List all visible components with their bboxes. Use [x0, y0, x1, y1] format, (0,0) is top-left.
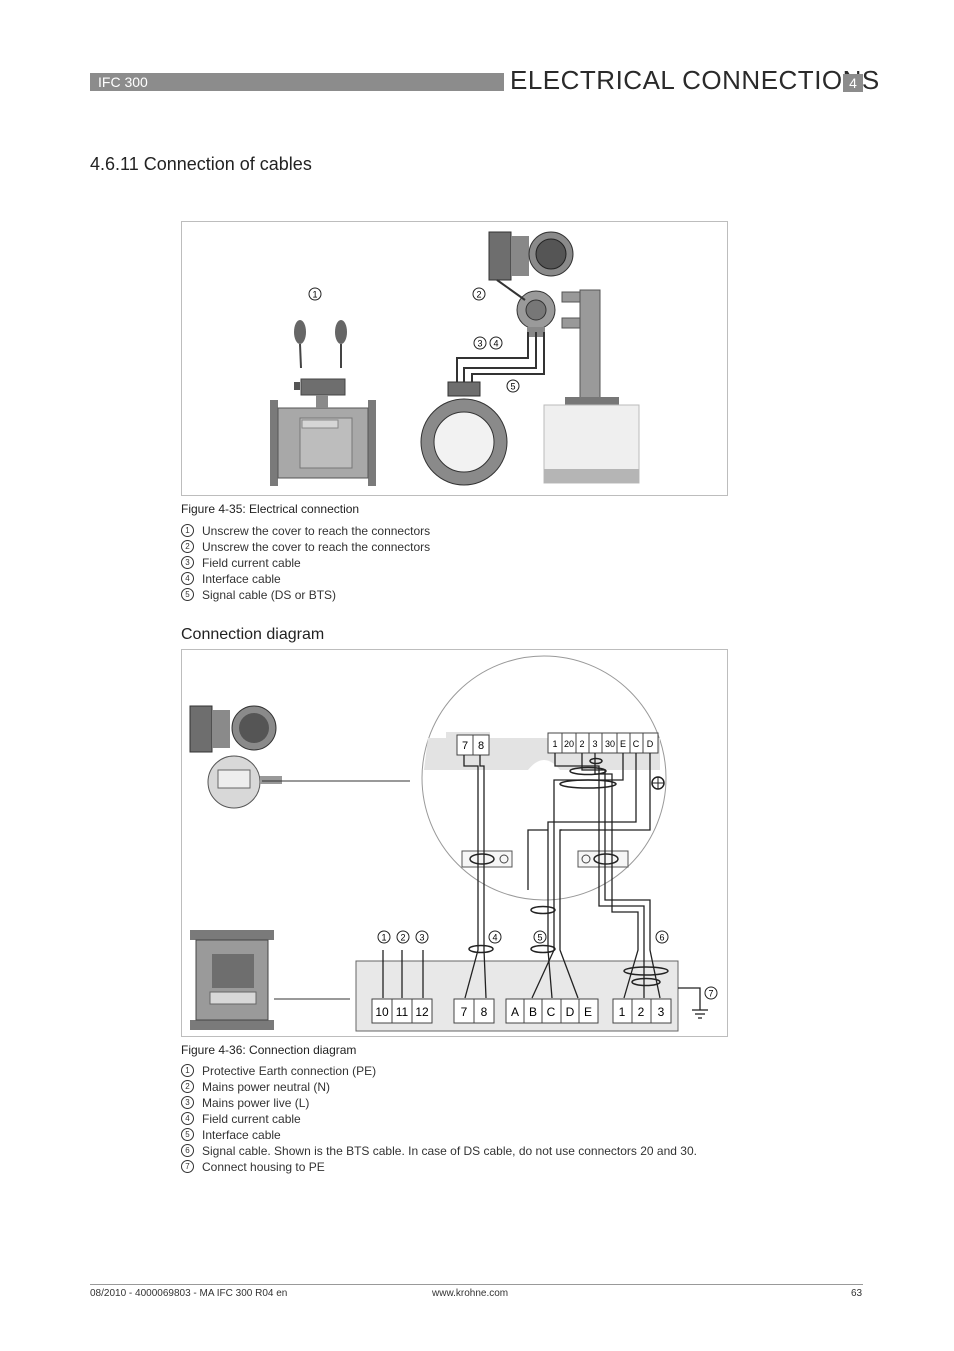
header-bar: [90, 73, 504, 91]
terminal-compartment: [421, 655, 667, 901]
terminal-label: 8: [478, 740, 484, 752]
header-chapter-number: 4: [843, 74, 863, 92]
terminal-label: 2: [579, 739, 584, 749]
marker-3: 3: [473, 336, 487, 350]
terminal-block-power: 10 11 12: [371, 998, 433, 1024]
figure-2-caption: Figure 4-36: Connection diagram: [181, 1043, 357, 1057]
top-terminal-block-left: 7 8: [456, 734, 490, 756]
terminal-label: 12: [415, 1005, 429, 1019]
terminal-label: 1: [552, 739, 557, 749]
terminal-label: C: [547, 1005, 556, 1019]
electrical-connection-illustration: 1: [270, 231, 640, 486]
marker-3: 3: [415, 930, 429, 944]
ground-screw-icon: [651, 776, 665, 790]
svg-text:2: 2: [400, 933, 405, 943]
figure-1-caption: Figure 4-35: Electrical connection: [181, 502, 360, 516]
connection-diagram-svg: 7 8 1 20 2 3 30 E C D: [189, 655, 718, 1032]
top-terminal-block-right: 1 20 2 3 30 E C D: [547, 732, 659, 754]
footer-website-link[interactable]: www.krohne.com: [432, 1288, 509, 1299]
wiring: [382, 753, 708, 1019]
terminal-label: E: [620, 739, 626, 749]
svg-text:4: 4: [492, 933, 497, 943]
svg-text:7: 7: [708, 989, 713, 999]
svg-text:4: 4: [493, 339, 498, 349]
terminal-block-field: 7 8: [453, 998, 495, 1024]
footer-page-number: 63: [851, 1288, 863, 1299]
flowmeter-left: [270, 378, 376, 486]
terminal-block-interface: A B C D E: [505, 998, 599, 1024]
terminal-label: 20: [564, 739, 574, 749]
terminal-label: B: [529, 1005, 537, 1019]
terminal-label: C: [633, 739, 640, 749]
sensor-right: [420, 381, 508, 486]
terminal-label: 8: [481, 1005, 488, 1019]
cables: [456, 279, 545, 384]
terminal-label: E: [584, 1005, 592, 1019]
terminal-label: 7: [462, 740, 468, 752]
section-title: 4.6.11 Connection of cables: [90, 154, 312, 174]
svg-text:6: 6: [659, 933, 664, 943]
screwdriver-icons: [294, 320, 347, 369]
terminal-label: 3: [658, 1005, 665, 1019]
terminal-label: 2: [638, 1005, 645, 1019]
svg-text:1: 1: [381, 933, 386, 943]
marker-1: 1: [308, 287, 322, 301]
terminal-label: 30: [605, 739, 615, 749]
terminal-label: D: [566, 1005, 575, 1019]
footer-doc-reference: 08/2010 - 4000069803 - MA IFC 300 R04 en: [90, 1288, 288, 1299]
terminal-block-signal: 1 2 3: [612, 998, 672, 1024]
svg-text:2: 2: [476, 290, 481, 300]
terminal-label: 7: [461, 1005, 468, 1019]
converter-device-icon: [189, 705, 410, 809]
cable-shields: [468, 757, 669, 987]
subsection-title: Connection diagram: [181, 626, 325, 643]
header-chapter-title: ELECTRICAL CONNECTIONS: [510, 65, 880, 95]
terminal-label: 1: [619, 1005, 626, 1019]
figure-electrical-connection: 1: [181, 221, 728, 496]
footer-divider: [90, 1284, 863, 1285]
svg-text:1: 1: [312, 290, 317, 300]
terminal-label: 11: [396, 1005, 409, 1019]
figure-connection-diagram: 7 8 1 20 2 3 30 E C D: [181, 649, 728, 1037]
terminal-label: A: [511, 1005, 519, 1019]
marker-4: 4: [489, 336, 503, 350]
converter-housing: [488, 231, 574, 337]
svg-text:3: 3: [477, 339, 482, 349]
svg-text:5: 5: [537, 933, 542, 943]
header-product-name: IFC 300: [98, 74, 148, 90]
svg-text:5: 5: [510, 382, 515, 392]
mounting-pipe: [543, 289, 640, 484]
terminal-label: D: [647, 739, 654, 749]
cable-gland-right: [577, 850, 629, 868]
marker-7: 7: [704, 986, 718, 1000]
terminal-label: 10: [375, 1005, 389, 1019]
marker-5: 5: [533, 930, 547, 944]
cable-gland-left: [461, 850, 513, 868]
svg-text:3: 3: [419, 933, 424, 943]
sensor-device-icon: [190, 930, 350, 1030]
marker-2: 2: [472, 287, 486, 301]
marker-2: 2: [396, 930, 410, 944]
marker-1: 1: [377, 930, 391, 944]
marker-5: 5: [506, 379, 520, 393]
marker-4: 4: [488, 930, 502, 944]
terminal-label: 3: [592, 739, 597, 749]
marker-6: 6: [655, 930, 669, 944]
